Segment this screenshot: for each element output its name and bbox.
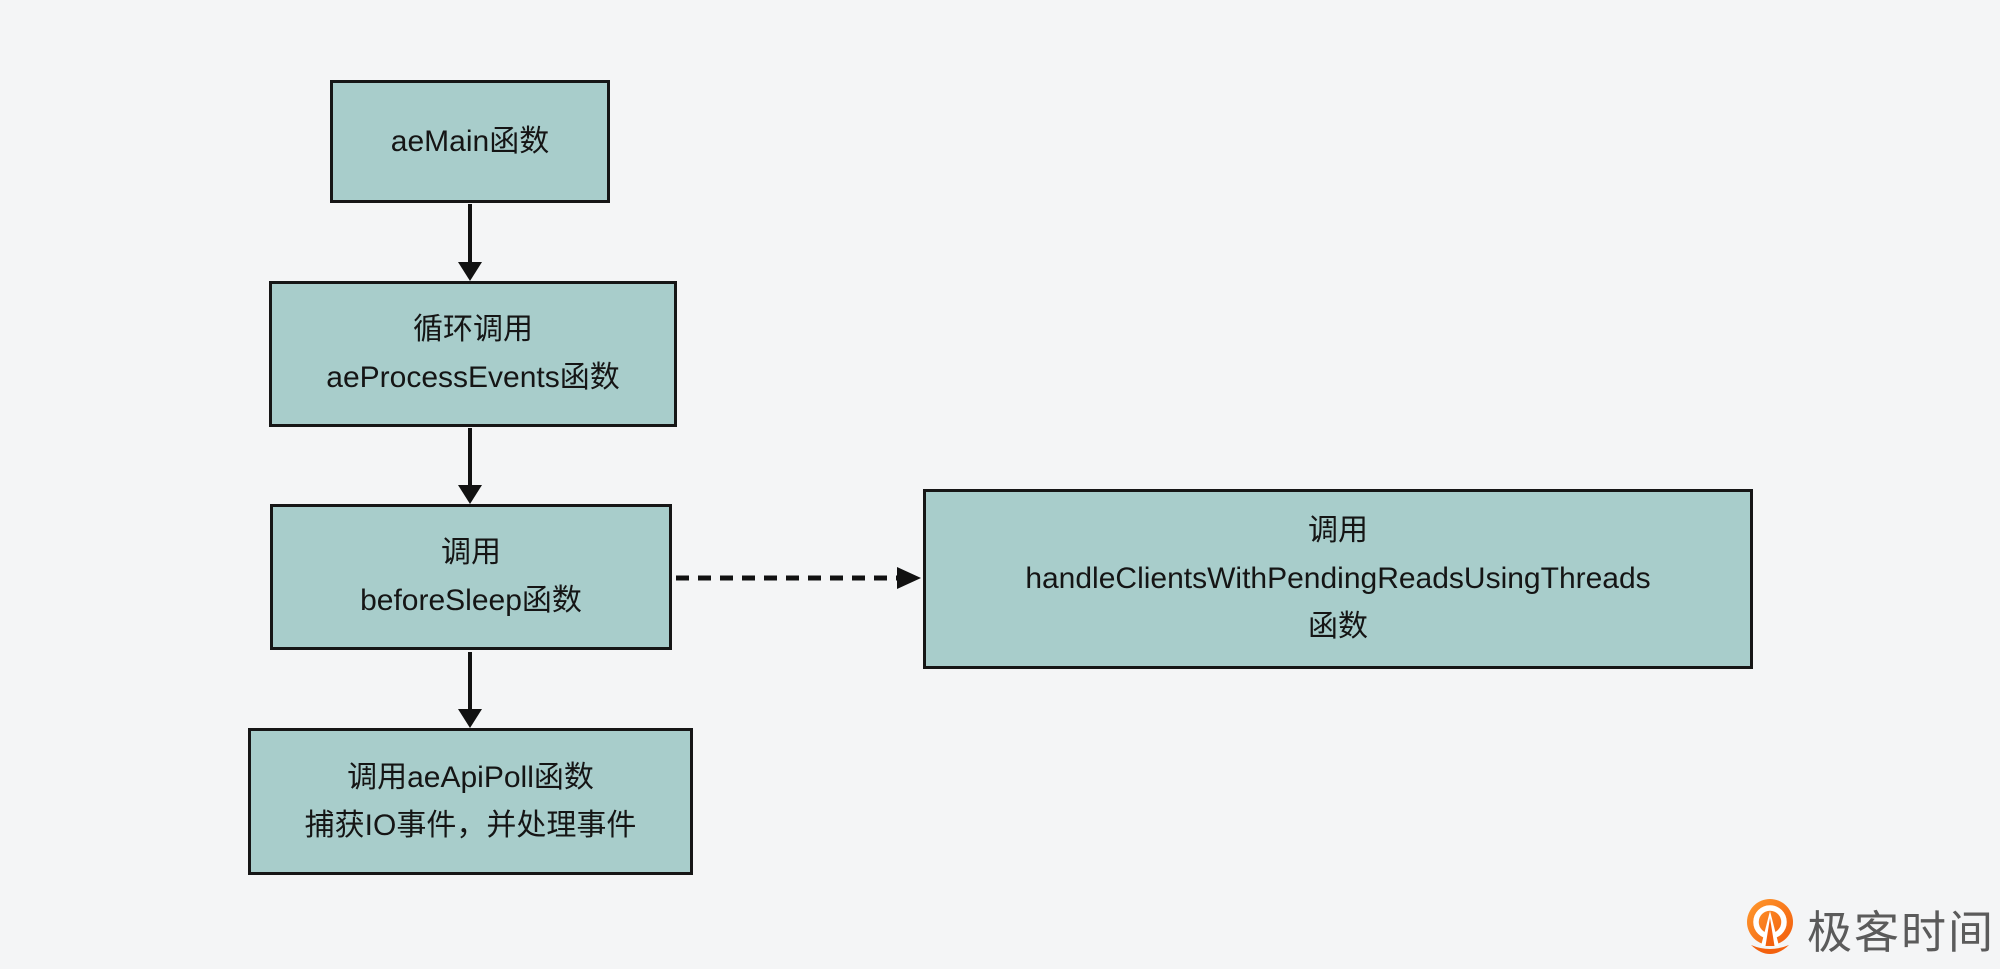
geektime-logo-text: 极客时间 <box>1807 906 1996 958</box>
geektime-logo-icon <box>1747 899 1793 954</box>
arrow-aemain-to-aeprocessevents <box>458 204 482 281</box>
arrow-aeprocessevents-to-beforesleep <box>458 428 482 504</box>
geektime-logo: 极客时间 <box>1746 894 1995 962</box>
arrow-beforesleep-to-aeapipoll <box>458 652 482 728</box>
flow-node-loop-aeprocessevents: 循环调用 aeProcessEvents函数 <box>269 281 677 427</box>
dashed-arrow-beforesleep-to-handleclients <box>676 567 921 589</box>
flow-node-aemain: aeMain函数 <box>330 80 610 203</box>
flow-node-aeapipoll: 调用aeApiPoll函数 捕获IO事件，并处理事件 <box>248 728 693 875</box>
flow-node-handleclients: 调用 handleClientsWithPendingReadsUsingThr… <box>923 489 1753 669</box>
flow-node-beforesleep: 调用 beforeSleep函数 <box>270 504 672 650</box>
